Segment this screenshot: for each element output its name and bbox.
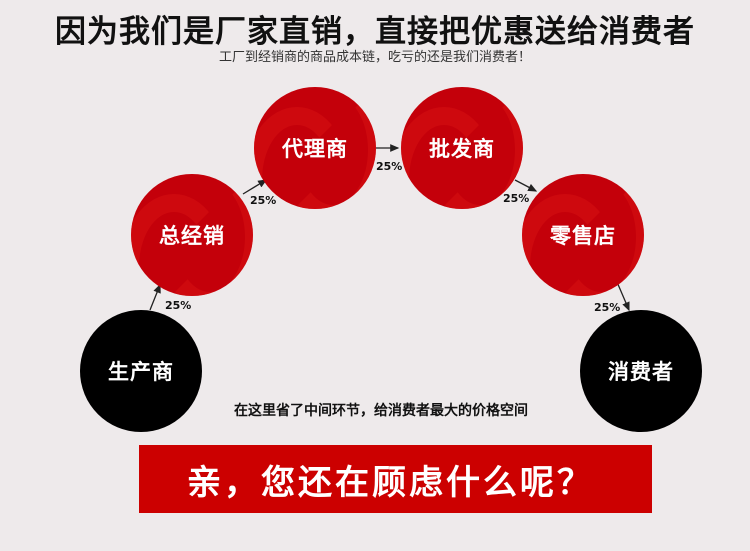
markup-label: 25% <box>250 194 277 207</box>
cta-banner: 亲，您还在顾虑什么呢？ <box>139 445 652 513</box>
node-consumer: 消费者 <box>580 310 702 432</box>
node-label: 零售店 <box>550 224 616 248</box>
markup-label: 25% <box>594 301 621 314</box>
cta-text: 亲，您还在顾虑什么呢？ <box>187 462 594 503</box>
markup-label: 25% <box>376 160 403 173</box>
page-title: 因为我们是厂家直销，直接把优惠送给消费者 <box>55 14 695 50</box>
node-retailer: 零售店 <box>522 174 644 296</box>
node-wholesaler: 批发商 <box>401 87 523 209</box>
markup-label: 25% <box>165 299 192 312</box>
node-label: 代理商 <box>282 137 348 161</box>
markup-label: 25% <box>503 192 530 205</box>
page-subtitle: 工厂到经销商的商品成本链，吃亏的还是我们消费者！ <box>218 50 531 65</box>
node-general-distributor: 总经销 <box>131 174 253 296</box>
node-producer: 生产商 <box>80 310 202 432</box>
node-agent: 代理商 <box>254 87 376 209</box>
node-label: 消费者 <box>608 360 674 384</box>
savings-note: 在这里省了中间环节，给消费者最大的价格空间 <box>234 403 528 419</box>
node-label: 生产商 <box>108 360 174 384</box>
node-label: 总经销 <box>159 224 225 248</box>
node-label: 批发商 <box>429 137 495 161</box>
